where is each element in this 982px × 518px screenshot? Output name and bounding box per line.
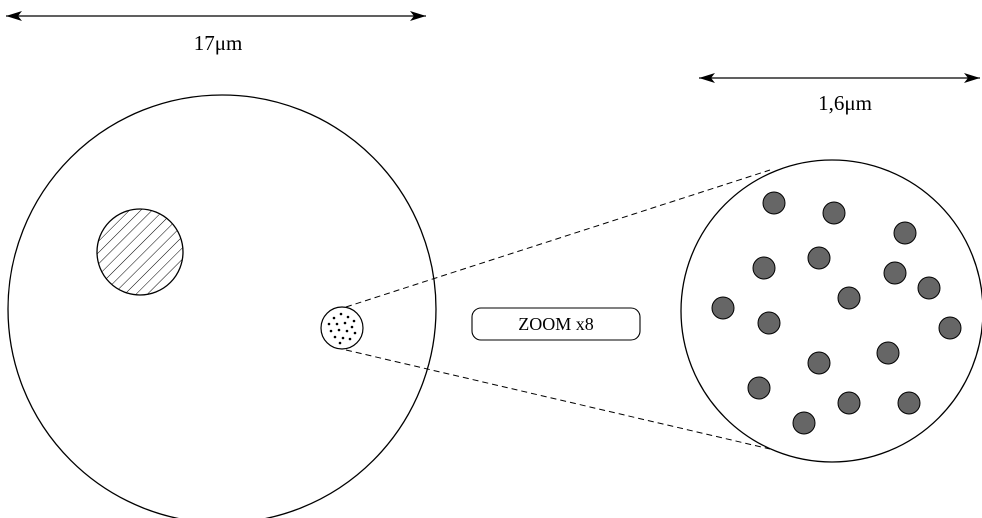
- particle: [823, 202, 845, 224]
- particle: [808, 352, 830, 374]
- particle: [753, 257, 775, 279]
- particle: [808, 247, 830, 269]
- hatched-nucleus: [97, 209, 183, 295]
- zoom-line-top: [346, 170, 770, 307]
- large-scale-arrow: [6, 11, 426, 21]
- zoom-label: ZOOM x8: [518, 314, 594, 334]
- particle: [939, 317, 961, 339]
- particle: [877, 342, 899, 364]
- particle: [898, 392, 920, 414]
- particle: [838, 287, 860, 309]
- particle: [748, 377, 770, 399]
- zoom-line-bottom: [346, 350, 770, 449]
- particle: [894, 222, 916, 244]
- particle: [918, 277, 940, 299]
- particle: [838, 392, 860, 414]
- small-scale-label: 1,6μm: [818, 91, 872, 115]
- small-dotted-region: [321, 307, 363, 349]
- particle: [758, 312, 780, 334]
- small-scale-arrow: [699, 73, 980, 83]
- particle: [793, 412, 815, 434]
- zoomed-particles: [712, 192, 961, 434]
- particle: [763, 192, 785, 214]
- large-cell-circle: [8, 95, 436, 518]
- particle: [884, 262, 906, 284]
- particle: [712, 297, 734, 319]
- large-scale-label: 17μm: [194, 31, 243, 55]
